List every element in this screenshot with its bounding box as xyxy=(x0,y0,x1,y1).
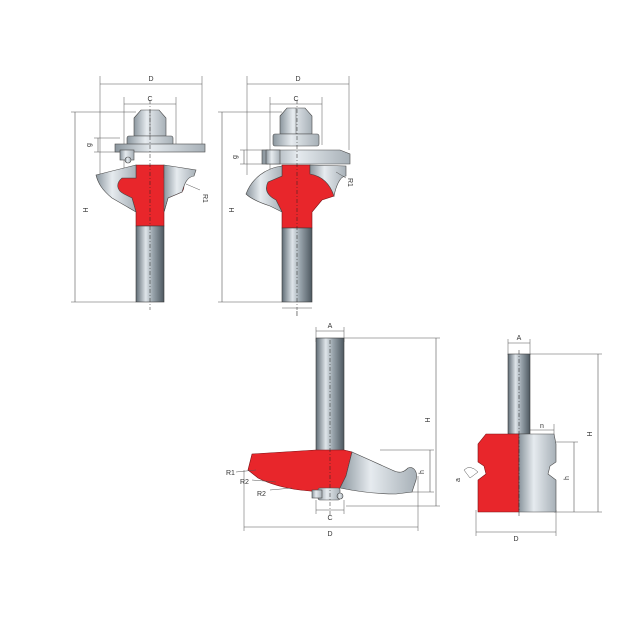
dim-d-label: D xyxy=(148,76,153,83)
cutter-body-red xyxy=(247,449,353,493)
figure-3-raised-panel-bit: A H h D C R1 R2 R2 xyxy=(226,323,440,538)
dim-h-label: H xyxy=(229,207,236,212)
dim-small-h-label: h xyxy=(564,476,571,480)
dim-i-label: I xyxy=(296,311,298,318)
dim-c-label: C xyxy=(147,96,152,103)
dim-c-label: C xyxy=(293,96,298,103)
dim-d-label: D xyxy=(327,531,332,538)
dim-h-label: H xyxy=(587,431,594,436)
screw xyxy=(336,492,344,500)
figure-1-stile-rail-bit: D C H g R1 xyxy=(71,76,208,310)
dim-n-label: n xyxy=(540,423,544,430)
cutter-wing-grey xyxy=(339,451,417,495)
dim-g-label: g xyxy=(86,143,93,147)
profile-wing-left xyxy=(95,164,137,213)
dim-d-label: D xyxy=(513,536,518,543)
profile-wing-right xyxy=(163,164,197,213)
guide-bearing xyxy=(272,133,320,147)
radius-r2-label-a: R2 xyxy=(240,479,249,486)
radius-r1-label: R1 xyxy=(226,470,235,477)
dim-h-label: H xyxy=(425,417,432,422)
dim-h-label: H xyxy=(83,207,90,212)
angle-a-label: a xyxy=(455,478,462,482)
dim-a-label: A xyxy=(517,335,522,342)
figure-4-glue-joint-bit: A H h n a D xyxy=(455,335,602,543)
dim-small-h-label: h xyxy=(419,470,426,474)
dim-a-label: A xyxy=(328,323,333,330)
profile-wing-left xyxy=(245,165,283,213)
dim-c-label: C xyxy=(327,515,332,522)
slot-cutter-plate xyxy=(114,143,206,153)
radius-r1-label: R1 xyxy=(346,178,353,187)
radius-r1-label: R1 xyxy=(201,194,208,203)
figure-2-stile-rail-bit: D C H g I R1 xyxy=(218,76,353,318)
radius-r2-label-b: R2 xyxy=(257,491,266,498)
cutter-body-red xyxy=(477,433,520,513)
screw xyxy=(124,156,132,164)
dim-g-label: g xyxy=(232,155,239,159)
slot-cutter-plate xyxy=(261,149,351,165)
cutter-body-grey xyxy=(518,433,557,513)
dim-d-label: D xyxy=(295,76,300,83)
